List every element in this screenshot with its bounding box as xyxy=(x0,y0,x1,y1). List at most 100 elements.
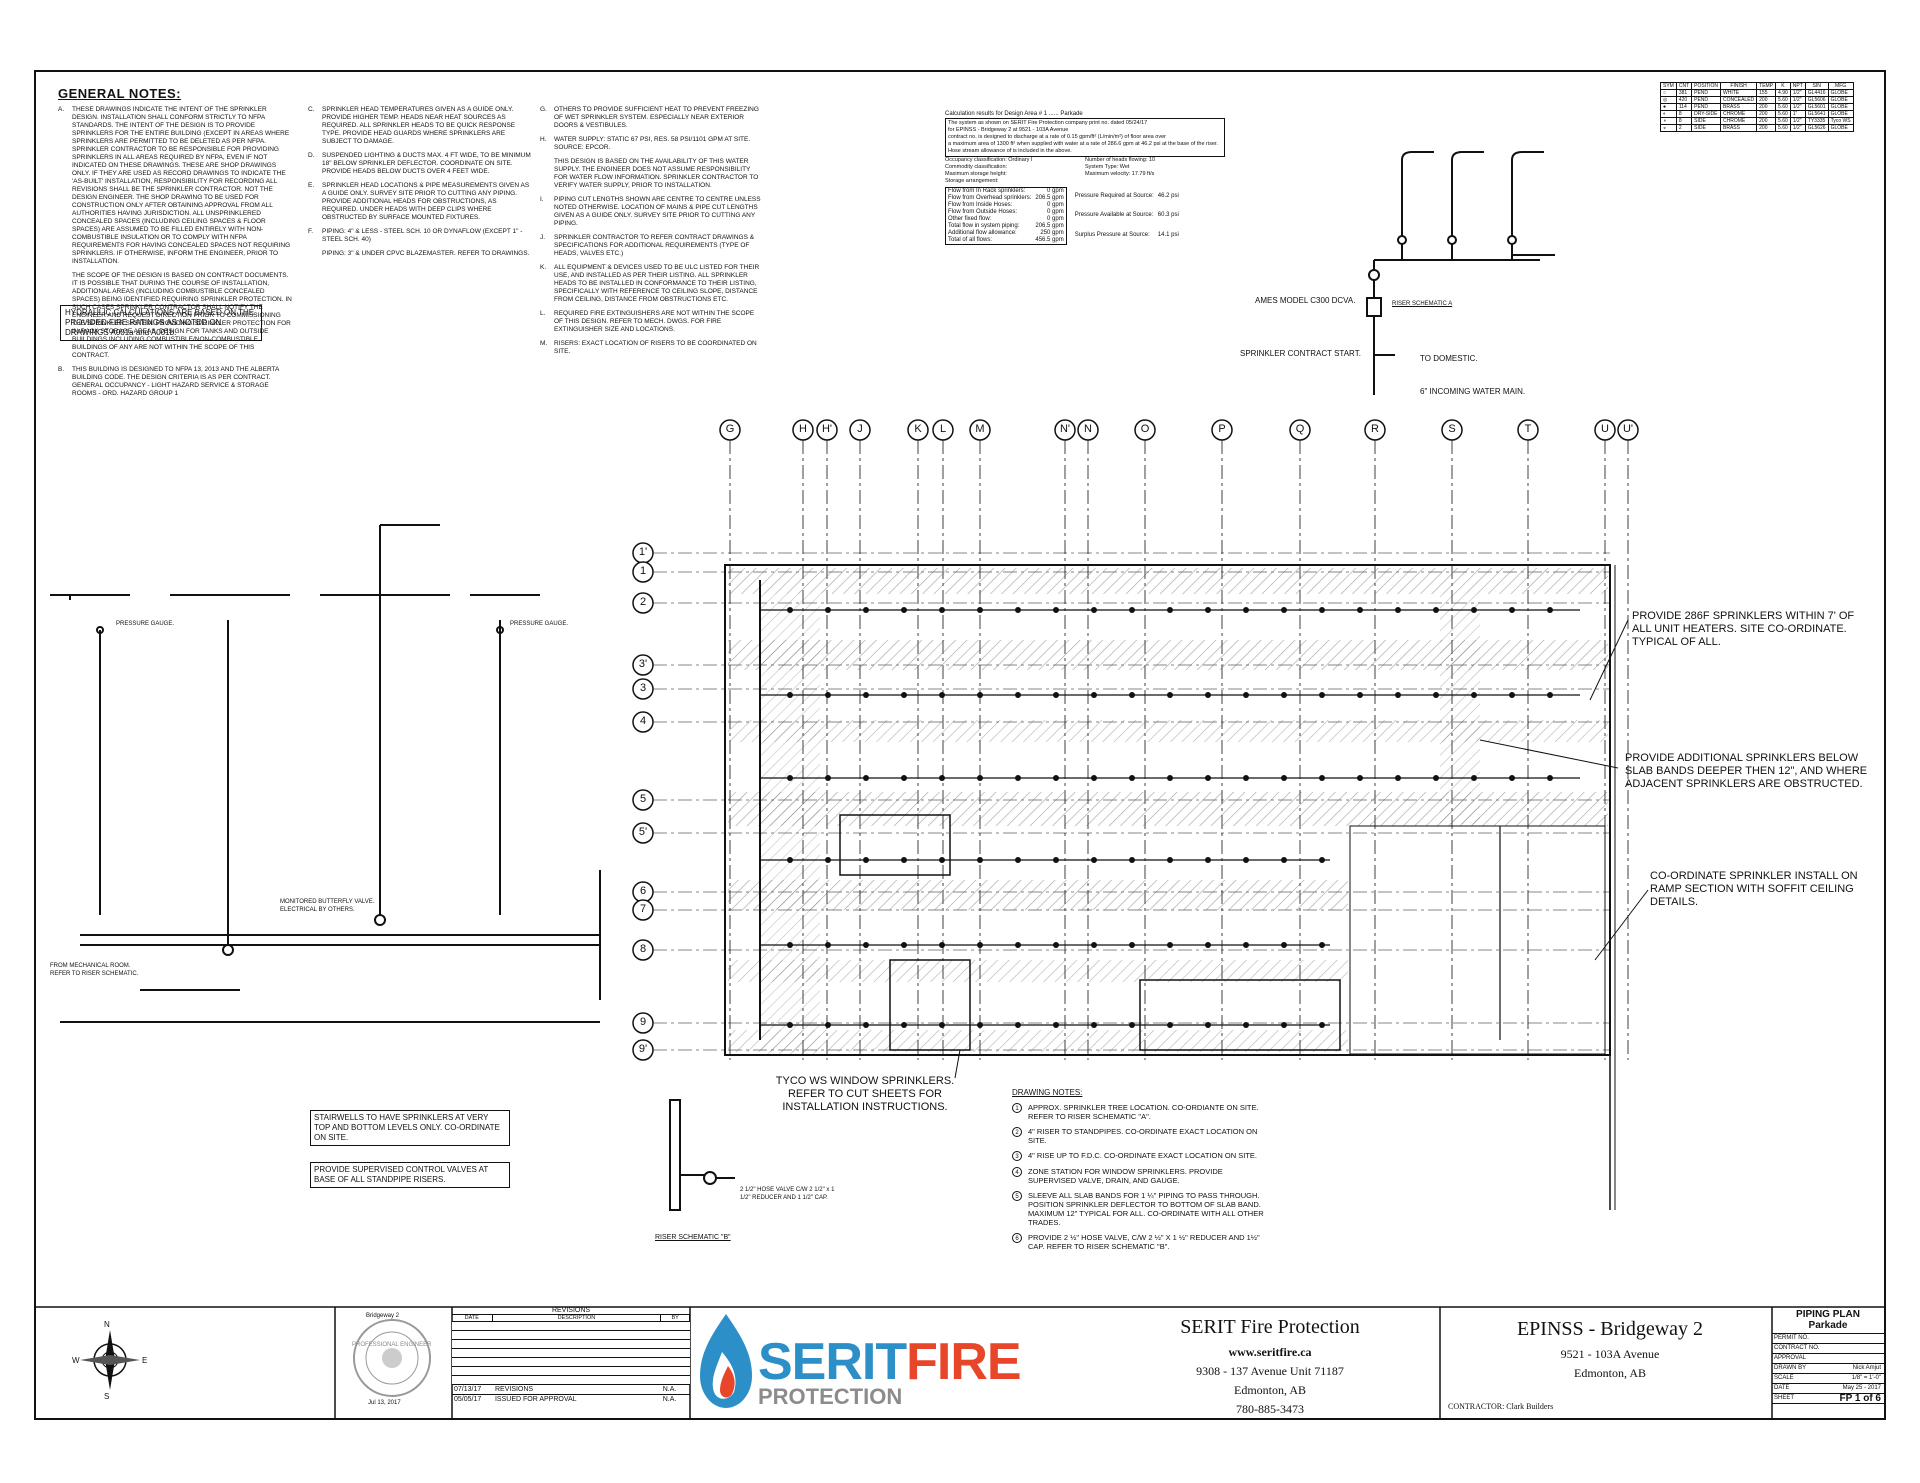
sheet-title: PIPING PLAN xyxy=(1796,1309,1860,1320)
revision-cell: REVISIONS xyxy=(494,1386,534,1393)
calc-flow-value: 250 gpm xyxy=(1040,230,1064,236)
sprinkler-head-icon xyxy=(1547,775,1553,781)
valves-note: PROVIDE SUPERVISED CONTROL VALVES AT BAS… xyxy=(310,1162,510,1188)
sprinkler-head-icon xyxy=(1509,607,1515,613)
column-label: J xyxy=(857,423,863,435)
sprinkler-head-icon xyxy=(1395,775,1401,781)
sprinkler-head-icon xyxy=(863,692,869,698)
revision-cell: 07/13/17 xyxy=(454,1386,482,1393)
sprinkler-head-icon xyxy=(1205,775,1211,781)
calc-pressure-value: 14.1 psi xyxy=(1157,231,1179,238)
calc-heads-flowing: Number of heads flowing: 10 xyxy=(1085,157,1156,163)
row-label: 7 xyxy=(639,903,647,915)
sheet-field-row: PERMIT NO. xyxy=(1772,1334,1884,1344)
sprinkler-head-icon xyxy=(1129,942,1135,948)
general-note-text: WATER SUPPLY: STATIC 67 PSI, RES. 58 PSI… xyxy=(554,136,751,151)
sheet-field-label: SCALE xyxy=(1774,1375,1794,1381)
sprinkler-head-icon xyxy=(863,942,869,948)
parkade-plan xyxy=(724,564,1616,1210)
sprinkler-head-icon xyxy=(1509,775,1515,781)
row-label: 5' xyxy=(638,826,648,838)
general-note-item: J.SPRINKLER CONTRACTOR TO REFER CONTRACT… xyxy=(540,234,765,258)
sprinkler-head-icon xyxy=(1053,857,1059,863)
general-note-item: L.REQUIRED FIRE EXTINGUISHERS ARE NOT WI… xyxy=(540,310,765,334)
sprinkler-head-icon xyxy=(1281,607,1287,613)
row-label: 9' xyxy=(638,1043,648,1055)
general-note-text: THESE DRAWINGS INDICATE THE INTENT OF TH… xyxy=(72,106,291,265)
monitored-valve-label: MONITORED BUTTERFLY VALVE. ELECTRICAL BY… xyxy=(280,899,375,913)
sheet-field-value: Nick Amjut xyxy=(1852,1365,1881,1371)
sprinkler-head-icon xyxy=(825,607,831,613)
sprinkler-head-icon xyxy=(1205,942,1211,948)
general-note-text: SPRINKLER HEAD TEMPERATURES GIVEN AS A G… xyxy=(322,106,516,145)
sprinkler-head-icon xyxy=(901,775,907,781)
company-phone: 780-885-3473 xyxy=(1236,1402,1304,1416)
sprinkler-head-icon xyxy=(1243,857,1249,863)
general-note-item: K.ALL EQUIPMENT & DEVICES USED TO BE ULC… xyxy=(540,264,765,304)
company-name: SERIT Fire Protection xyxy=(1180,1316,1360,1338)
sprinkler-head-icon xyxy=(901,942,907,948)
seritfire-logo: SERITFIRE PROTECTION xyxy=(758,1332,1022,1410)
sprinkler-head-icon xyxy=(1547,607,1553,613)
column-label: R xyxy=(1371,423,1379,435)
sprinkler-head-icon xyxy=(1053,692,1059,698)
sprinkler-head-icon xyxy=(1319,607,1325,613)
general-note-text: THIS DESIGN IS BASED ON THE AVAILABILITY… xyxy=(554,158,759,189)
drawing-note-text: ZONE STATION FOR WINDOW SPRINKLERS. PROV… xyxy=(1028,1167,1223,1185)
general-note-item: D.SUSPENDED LIGHTING & DUCTS MAX. 4 FT W… xyxy=(308,152,533,176)
calc-pressure-row: Pressure Available at Source:60.3 psi xyxy=(1073,206,1181,225)
column-label: M xyxy=(975,423,985,435)
calc-storage-arr: Storage arrangement: xyxy=(945,178,999,184)
sprinkler-head-icon xyxy=(1281,1022,1287,1028)
general-note-text: SUSPENDED LIGHTING & DUCTS MAX. 4 FT WID… xyxy=(322,152,531,175)
column-label: U xyxy=(1601,423,1609,435)
sheet-title-block: PIPING PLAN Parkade xyxy=(1772,1307,1884,1334)
sprinkler-branch-lines xyxy=(759,580,1580,1040)
calc-commodity: Commodity classification: xyxy=(945,164,1008,170)
general-note-text: PIPING: 3" & UNDER CPVC BLAZEMASTER. REF… xyxy=(322,250,530,257)
calc-max-velocity: Maximum velocity: 17.79 ft/s xyxy=(1085,171,1155,177)
calc-flow-row: Additional flow allowance:250 gpm xyxy=(946,230,1067,237)
sprinkler-head-icon xyxy=(1053,942,1059,948)
calc-flow-label: Flow from Inside Hoses: xyxy=(948,202,1013,208)
sheet-subtitle: Parkade xyxy=(1808,1320,1848,1331)
general-note-item: THIS DESIGN IS BASED ON THE AVAILABILITY… xyxy=(540,158,765,190)
sheet-field-label: SHEET xyxy=(1774,1395,1795,1401)
sprinkler-head-icon xyxy=(787,942,793,948)
sprinkler-head-icon xyxy=(977,1022,983,1028)
sheet-field-label: CONTRACT NO. xyxy=(1774,1345,1820,1351)
sheet-field-value: 1/8" = 1'-0" xyxy=(1851,1375,1881,1381)
east-label: E xyxy=(142,1356,148,1365)
to-domestic-label: TO DOMESTIC. xyxy=(1420,354,1478,363)
calc-storage-height: Maximum storage height: xyxy=(945,171,1007,177)
calc-flow-value: 206.5 gpm xyxy=(1035,195,1064,201)
contractor-label: CONTRACTOR: Clark Builders xyxy=(1448,1402,1554,1411)
sprinkler-head-icon xyxy=(1167,857,1173,863)
revision-header-cell: DATE xyxy=(452,1315,493,1321)
sprinkler-head-icon xyxy=(977,607,983,613)
sprinkler-head-icon xyxy=(1471,607,1477,613)
calc-pressure-row: Pressure Required at Source:46.2 psi xyxy=(1073,187,1181,206)
sprinkler-head-icon xyxy=(1091,1022,1097,1028)
riser-schematic-a xyxy=(1366,151,1555,395)
general-note-text: PIPING CUT LENGTHS SHOWN ARE CENTRE TO C… xyxy=(554,196,761,227)
drawing-note-number: 3 xyxy=(1012,1151,1022,1161)
sprinkler-head-icon xyxy=(977,942,983,948)
drawing-border xyxy=(34,70,1886,1420)
sprinkler-head-icon xyxy=(1053,775,1059,781)
general-note-item: E.SPRINKLER HEAD LOCATIONS & PIPE MEASUR… xyxy=(308,182,533,222)
stairwell-note: STAIRWELLS TO HAVE SPRINKLERS AT VERY TO… xyxy=(310,1110,510,1146)
sprinkler-head-icon xyxy=(1357,607,1363,613)
sprinkler-head-icon xyxy=(1091,775,1097,781)
calc-lines: The system as shown on SERIT Fire Protec… xyxy=(945,118,1225,157)
calc-flow-row: Other fixed flow:0 gpm xyxy=(946,216,1067,223)
sprinkler-head-icon xyxy=(1205,1022,1211,1028)
calc-line: The system as shown on SERIT Fire Protec… xyxy=(948,120,1148,126)
sprinkler-head-icon xyxy=(1167,607,1173,613)
calc-flow-row: Total flow in system piping:206.5 gpm xyxy=(946,223,1067,230)
sprinkler-head-icon xyxy=(1433,775,1439,781)
row-label: 6 xyxy=(639,885,647,897)
